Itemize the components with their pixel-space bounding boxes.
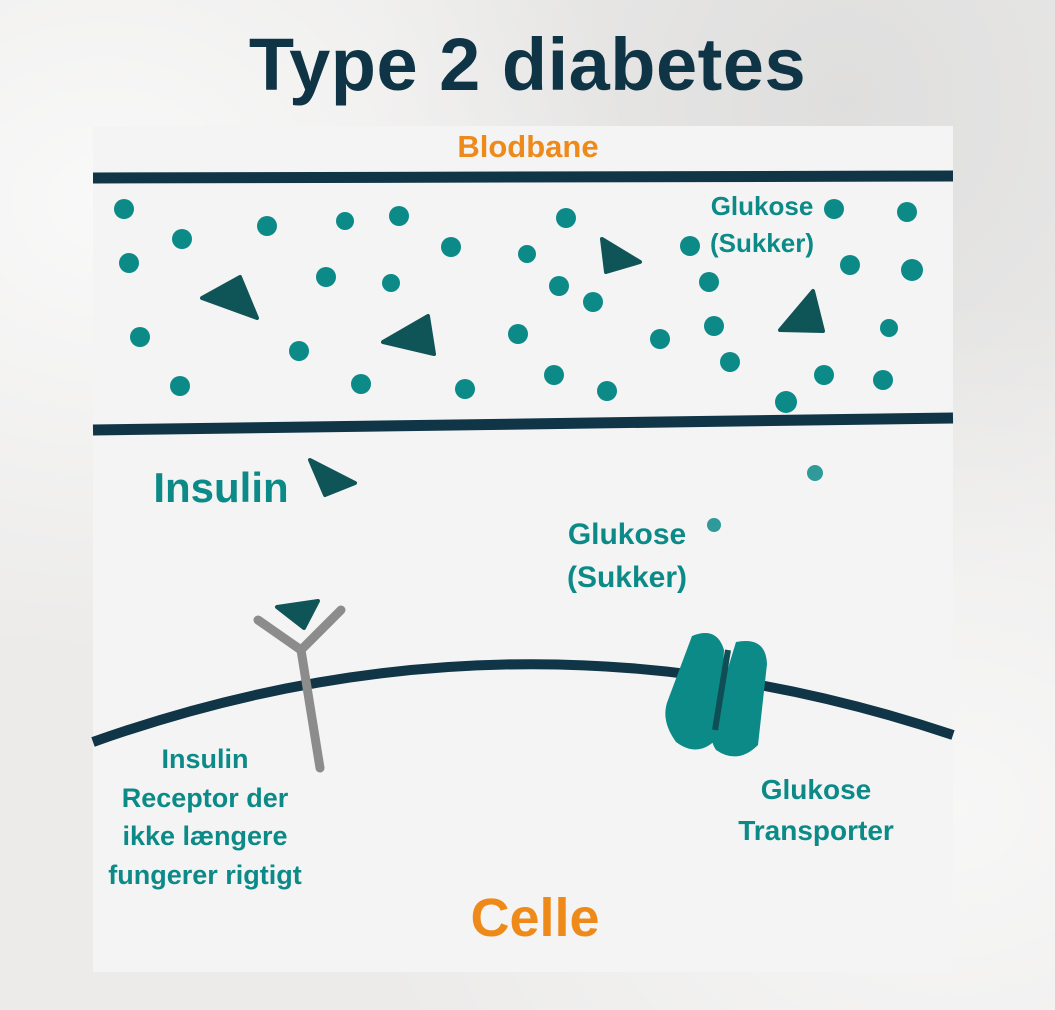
glucose-label-mid-line1: Glukose — [568, 518, 686, 551]
insulin-group — [200, 237, 825, 497]
glucose-dot-icon — [650, 329, 670, 349]
receptor-label-line3: ikke længere — [122, 821, 287, 851]
glucose-dot-icon — [901, 259, 923, 281]
glucose-dot-icon — [680, 236, 700, 256]
glucose-dot-icon — [775, 391, 797, 413]
glucose-dot-icon — [316, 267, 336, 287]
glucose-dot-icon — [518, 245, 536, 263]
insulin-receptor-icon — [253, 599, 346, 773]
glucose-dot-icon — [704, 316, 724, 336]
glucose-dot-icon — [389, 206, 409, 226]
glucose-dot-icon — [807, 465, 823, 481]
receptor-label-line1: Insulin — [162, 744, 249, 774]
glucose-dot-icon — [170, 376, 190, 396]
glucose-dot-icon — [544, 365, 564, 385]
transporter-label-line2: Transporter — [738, 815, 894, 846]
glucose-dot-icon — [130, 327, 150, 347]
insulin-triangle-icon — [200, 275, 259, 320]
glucose-dot-icon — [873, 370, 893, 390]
glucose-dot-icon — [556, 208, 576, 228]
glucose-dot-icon — [597, 381, 617, 401]
glucose-dot-icon — [257, 216, 277, 236]
receptor-label-line4: fungerer rigtigt — [108, 860, 302, 890]
insulin-triangle-icon — [308, 458, 357, 497]
diagram-panel — [93, 126, 953, 972]
glucose-dot-icon — [336, 212, 354, 230]
glucose-dot-icon — [351, 374, 371, 394]
glucose-dot-icon — [382, 274, 400, 292]
glucose-dot-icon — [455, 379, 475, 399]
glucose-transporter-icon — [665, 633, 767, 757]
receptor-label-line2: Receptor der — [122, 783, 289, 813]
glucose-dot-icon — [840, 255, 860, 275]
glucose-label-top-line2: (Sukker) — [710, 228, 814, 258]
cell-label: Celle — [470, 888, 599, 948]
insulin-triangle-icon — [275, 599, 320, 630]
glucose-dot-icon — [707, 518, 721, 532]
page-title: Type 2 diabetes — [248, 23, 807, 106]
glucose-dot-icon — [699, 272, 719, 292]
vessel-wall-top — [92, 170, 954, 184]
cell-membrane — [91, 659, 955, 747]
insulin-triangle-icon — [778, 289, 825, 333]
glucose-label-mid-line2: (Sukker) — [567, 561, 687, 594]
glucose-dot-icon — [172, 229, 192, 249]
transporter-label-line1: Glukose — [761, 774, 871, 805]
glucose-dots-group — [114, 199, 923, 532]
glucose-dot-icon — [583, 292, 603, 312]
glucose-dot-icon — [549, 276, 569, 296]
insulin-triangle-icon — [600, 237, 642, 274]
glucose-dot-icon — [508, 324, 528, 344]
bloodstream-label: Blodbane — [457, 129, 598, 164]
insulin-label: Insulin — [153, 464, 288, 511]
glucose-dot-icon — [119, 253, 139, 273]
glucose-dot-icon — [114, 199, 134, 219]
glucose-dot-icon — [720, 352, 740, 372]
glucose-dot-icon — [441, 237, 461, 257]
glucose-dot-icon — [897, 202, 917, 222]
glucose-dot-icon — [880, 319, 898, 337]
glucose-dot-icon — [824, 199, 844, 219]
glucose-dot-icon — [814, 365, 834, 385]
glucose-dot-icon — [289, 341, 309, 361]
insulin-triangle-icon — [381, 314, 436, 356]
vessel-wall-bottom — [92, 412, 954, 436]
glucose-label-top-line1: Glukose — [711, 191, 814, 221]
